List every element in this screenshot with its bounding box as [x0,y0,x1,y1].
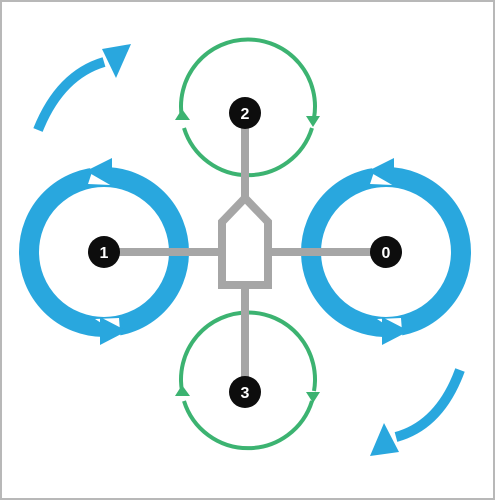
rotor-right-lower-arrow-icon [382,317,409,345]
rotor-left-lower-arrow-icon [100,317,127,345]
motor-hub-circle [229,376,261,408]
clockwise-arrow-icon [370,423,399,456]
drone-body [218,192,272,289]
rotor-bottom-lower-arc [182,400,314,451]
motor-hub-2: 2 [229,97,261,129]
motor-hub-1: 1 [88,236,120,268]
motor-hub-0: 0 [370,236,402,268]
rotor-top-upper-arc [179,37,317,119]
rotation-arrow-bottom-right-shaft [394,368,465,442]
rotation-arrow-bottom-right [370,368,465,456]
motor-label-3: 3 [241,385,250,402]
rotor-top-right-arrow-icon [306,116,320,127]
motor-hub-circle [229,97,261,129]
motor-hub-circle [88,236,120,268]
clockwise-arrow-icon [102,44,131,78]
rotor-bottom-right-arrow-icon [306,392,320,403]
drone-frame [104,113,386,392]
rotor-left-upper-arrow-icon [86,158,112,186]
motor-hub-circle [370,236,402,268]
motor-label-2: 2 [241,106,250,123]
motor-label-0: 0 [382,245,391,262]
motor-hub-3: 3 [229,376,261,408]
rotor-bottom-left-arrow-icon [175,385,190,396]
rotor-top-left-arrow-icon [175,109,190,120]
rotation-arrow-top-left [33,44,131,132]
motor-label-1: 1 [100,245,109,262]
rotor-right-upper-arrow-icon [368,158,394,186]
rotation-arrow-top-left-shaft [33,57,106,132]
